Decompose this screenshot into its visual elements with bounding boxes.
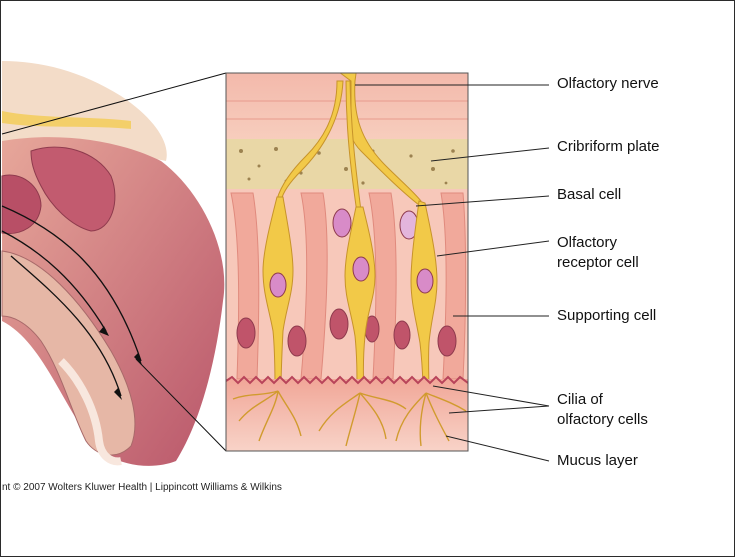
- label-cilia-line1: Cilia of: [557, 390, 603, 410]
- label-cilia-line2: olfactory cells: [557, 410, 648, 430]
- label-olfactory-receptor-cell-line1: Olfactory: [557, 233, 617, 253]
- basal-cell: [333, 209, 351, 237]
- copyright-credit: nt © 2007 Wolters Kluwer Health | Lippin…: [2, 482, 282, 493]
- label-olfactory-receptor-cell-line2: receptor cell: [557, 253, 639, 273]
- label-mucus-layer: Mucus layer: [557, 451, 638, 471]
- label-basal-cell: Basal cell: [557, 185, 621, 205]
- label-olfactory-nerve: Olfactory nerve: [557, 74, 659, 94]
- label-cribriform-plate: Cribriform plate: [557, 137, 660, 157]
- magnified-epithelium-panel: [226, 66, 468, 451]
- nasal-cavity-section: [2, 61, 224, 466]
- label-supporting-cell: Supporting cell: [557, 306, 656, 326]
- cribriform-plate: [226, 139, 468, 189]
